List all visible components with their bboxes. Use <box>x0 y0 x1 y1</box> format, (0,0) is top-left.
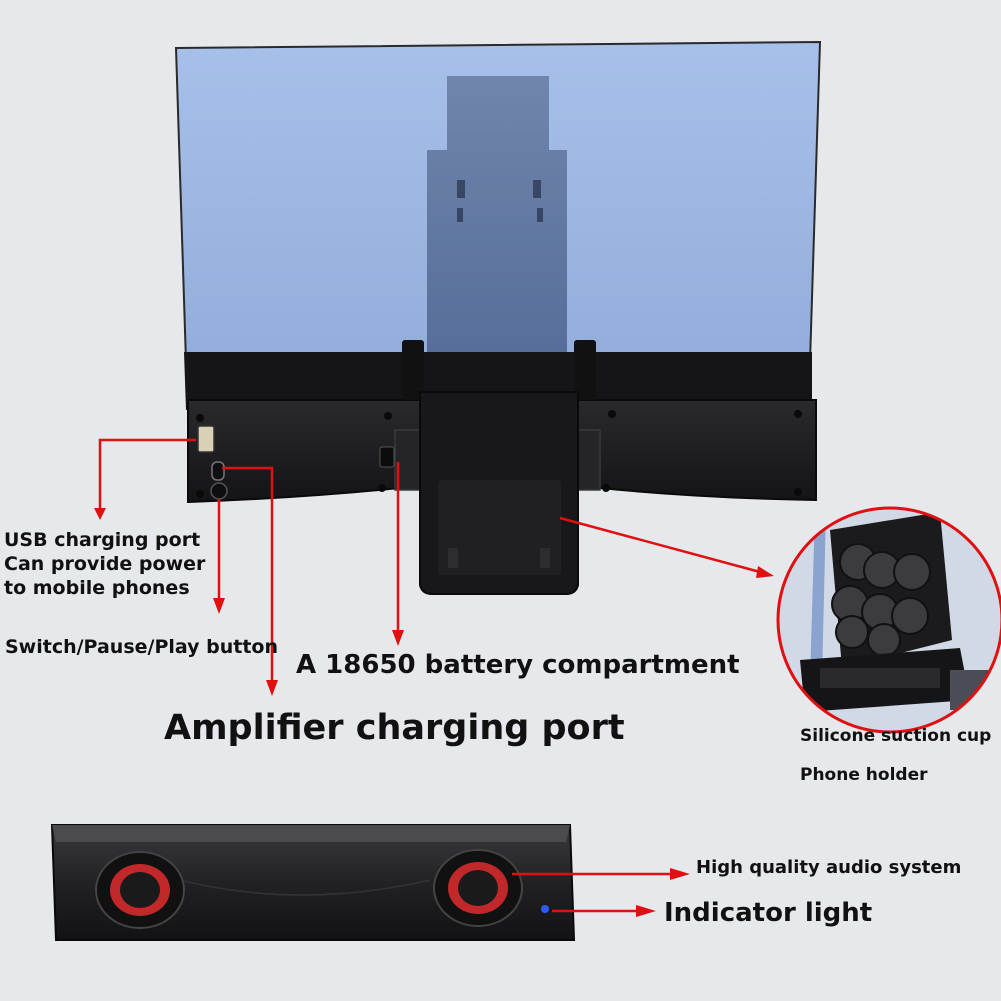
annotation-arrows-bottom <box>512 872 672 913</box>
right-speaker <box>433 849 523 927</box>
suction-cup-inset <box>776 506 1001 734</box>
switch-button <box>210 482 228 500</box>
usb-port-label-line1: USB charging port <box>4 529 201 551</box>
phone-holder-label: Phone holder <box>800 765 928 785</box>
phone-stand <box>427 76 567 362</box>
type-c-port <box>211 461 225 481</box>
audio-system-label: High quality audio system <box>696 857 962 878</box>
annotation-arrows-top <box>98 438 761 682</box>
usb-port-label-line2: Can provide power <box>4 553 206 575</box>
left-speaker <box>95 851 185 929</box>
amplifier-port-label: Amplifier charging port <box>164 708 625 748</box>
usb-port-label-line3: to mobile phones <box>4 577 190 599</box>
battery-compartment-label: A 18650 battery compartment <box>296 650 740 680</box>
indicator-light-label: Indicator light <box>664 898 873 928</box>
magnifier-device <box>174 40 822 595</box>
speaker-bar <box>50 824 576 941</box>
indicator-led <box>541 905 549 913</box>
usb-port <box>197 425 215 453</box>
usb-port-label: USB charging port Can provide power to m… <box>4 528 205 600</box>
switch-button-label: Switch/Pause/Play button <box>5 636 279 658</box>
suction-cup-label: Silicone suction cup <box>800 726 992 746</box>
